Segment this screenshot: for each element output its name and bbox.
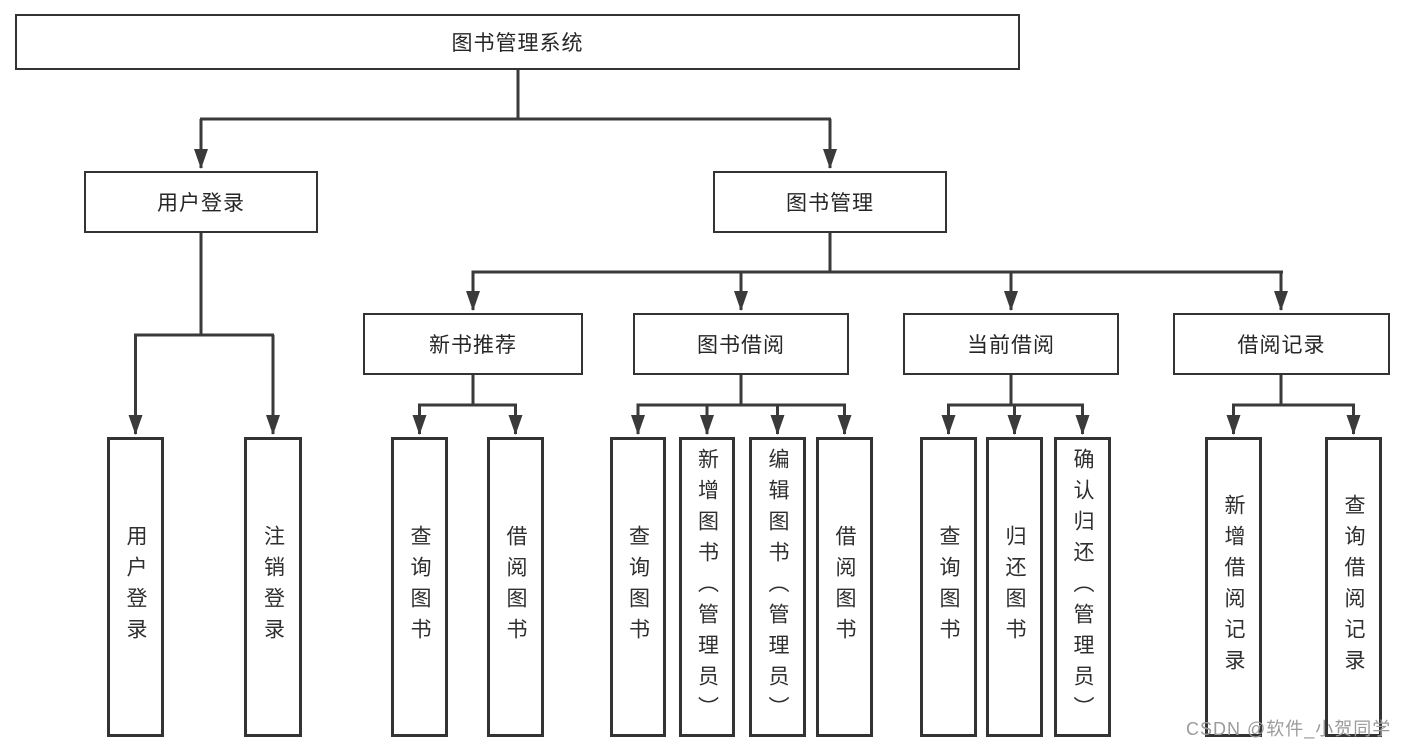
node-root-label: 图书管理系统 (451, 32, 584, 55)
node-current-borrow: 当前借阅 (903, 313, 1119, 375)
node-book-borrow: 图书借阅 (633, 313, 849, 375)
leaf-query-books-recommend-label: 查询图书 (408, 525, 431, 649)
node-new-book-recommend: 新书推荐 (363, 313, 583, 375)
node-new-book-recommend-label: 新书推荐 (429, 334, 517, 357)
leaf-query-books-borrow-label: 查询图书 (626, 525, 650, 649)
node-user-login-label: 用户登录 (157, 192, 245, 215)
leaf-user-login-label: 用户登录 (124, 525, 147, 649)
leaf-query-books-current: 查询图书 (920, 437, 977, 737)
node-root-system: 图书管理系统 (15, 14, 1020, 70)
leaf-add-books-admin: 新增图书（管理员） (679, 437, 735, 737)
leaf-user-login: 用户登录 (107, 437, 164, 737)
node-book-borrow-label: 图书借阅 (697, 334, 785, 357)
node-book-management: 图书管理 (713, 171, 947, 233)
leaf-query-books-current-label: 查询图书 (937, 525, 960, 649)
leaf-borrow-books-label: 借阅图书 (833, 525, 856, 649)
leaf-borrow-books-recommend-label: 借阅图书 (504, 525, 527, 649)
leaf-borrow-books-recommend: 借阅图书 (487, 437, 544, 737)
node-borrow-records-label: 借阅记录 (1237, 334, 1326, 357)
leaf-confirm-return-admin-label: 确认归还（管理员） (1071, 447, 1094, 727)
node-user-login: 用户登录 (84, 171, 318, 233)
leaf-logout-login: 注销登录 (244, 437, 302, 737)
leaf-query-borrow-record-label: 查询借阅记录 (1342, 494, 1365, 680)
leaf-query-books-recommend: 查询图书 (391, 437, 448, 737)
leaf-return-books: 归还图书 (986, 437, 1043, 737)
leaf-return-books-label: 归还图书 (1003, 525, 1026, 649)
node-current-borrow-label: 当前借阅 (967, 334, 1055, 357)
leaf-borrow-books: 借阅图书 (816, 437, 873, 737)
leaf-add-borrow-record-label: 新增借阅记录 (1222, 494, 1245, 680)
leaf-edit-books-admin: 编辑图书（管理员） (749, 437, 806, 737)
leaf-confirm-return-admin: 确认归还（管理员） (1054, 437, 1111, 737)
csdn-watermark: CSDN @软件_小贺同学 (1186, 719, 1392, 739)
node-borrow-records: 借阅记录 (1173, 313, 1390, 375)
leaf-query-books-borrow: 查询图书 (610, 437, 666, 737)
node-book-management-label: 图书管理 (786, 192, 874, 215)
leaf-add-borrow-record: 新增借阅记录 (1205, 437, 1262, 737)
tree-trunk-lines (134, 70, 1355, 407)
leaf-logout-login-label: 注销登录 (261, 525, 285, 649)
leaf-edit-books-admin-label: 编辑图书（管理员） (766, 447, 789, 727)
tree-arrow-lines (128, 119, 1361, 435)
leaf-add-books-admin-label: 新增图书（管理员） (695, 447, 719, 727)
leaf-query-borrow-record: 查询借阅记录 (1325, 437, 1382, 737)
